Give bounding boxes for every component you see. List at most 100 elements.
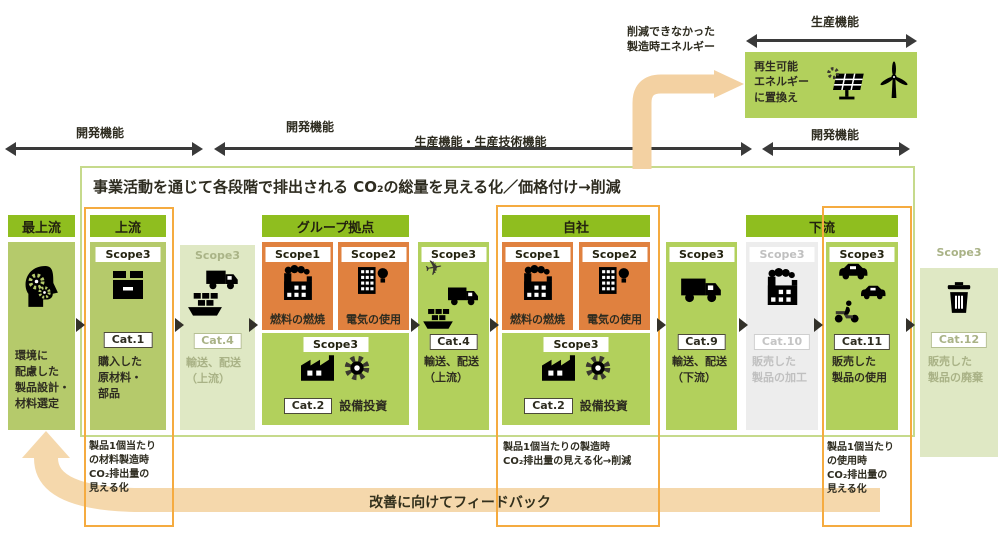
stage-transport-upstream-faded: Scope3 Cat.4 輸送、配送 （上流）	[180, 245, 255, 430]
factory-icon	[301, 355, 334, 381]
upstream-body: 購入した 原材料・ 部品	[98, 355, 142, 400]
unreduced-energy-note: 削減できなかった 製造時エネルギー	[627, 25, 715, 54]
flow-arrow-icon	[249, 318, 258, 332]
production-tech-function-label: 生産機能・生産技術機能	[414, 135, 547, 149]
dev-function-arrow-right	[762, 141, 910, 156]
truck-icon	[681, 278, 721, 303]
scope1-chip: Scope1	[505, 247, 570, 262]
scope2-chip: Scope2	[582, 247, 647, 262]
cat2-chip: Cat.2	[283, 397, 333, 414]
own-scope1-box: Scope1 燃料の燃焼	[502, 242, 573, 330]
scope3-label-faded: Scope3	[195, 249, 240, 262]
factory-icon	[541, 355, 575, 381]
use-sold-note: 製品1個当たり の使用時 CO₂排出量の 見える化	[827, 442, 894, 495]
cat1-chip: Cat.1	[103, 332, 153, 348]
fuel-combustion-label: 燃料の燃焼	[270, 313, 325, 326]
flow-arrow-icon	[814, 318, 823, 332]
fuel-combustion-label: 燃料の燃焼	[510, 313, 565, 326]
flow-arrow-icon	[175, 318, 184, 332]
scope3-chip: Scope3	[303, 337, 368, 352]
stage-upstream: Scope3 Cat.1 購入した 原材料・ 部品	[90, 242, 166, 430]
scope3-chip: Scope3	[95, 247, 161, 262]
feedback-label: 改善に向けてフィードバック	[369, 495, 551, 511]
group-scope1-box: Scope1 燃料の燃焼	[262, 242, 333, 330]
cat10-chip: Cat.10	[753, 334, 811, 350]
own-scope2-box: Scope2 電気の使用	[579, 242, 650, 330]
electric-car-icon	[861, 285, 886, 300]
production-function-arrow	[746, 33, 917, 48]
scope3-label-faded: Scope3	[936, 246, 982, 259]
trash-can-icon	[947, 282, 971, 313]
flow-arrow-icon	[739, 318, 748, 332]
package-box-icon	[113, 271, 143, 299]
building-electricity-icon	[358, 267, 388, 294]
wind-turbine-icon	[879, 61, 909, 98]
stage-header-most-upstream: 最上流	[8, 215, 75, 237]
renewable-energy-box: 再生可能 エネルギー に置換え	[745, 52, 917, 118]
capital-investment-label: 設備投資	[579, 399, 628, 413]
stage-header-group-sites: グループ拠点	[262, 215, 409, 237]
stage-disposal-sold: Cat.12 販売した 製品の廃棄	[920, 268, 998, 457]
gear-icon	[344, 355, 370, 381]
group-scope2-box: Scope2 電気の使用	[338, 242, 409, 330]
dev-function-label-mid: 開発機能	[285, 120, 334, 134]
own-company-highlight-border	[496, 205, 660, 527]
renewable-energy-label: 再生可能 エネルギー に置換え	[754, 60, 809, 104]
flow-arrow-icon	[906, 318, 915, 332]
upstream-highlight-border	[84, 207, 174, 527]
cat11-chip: Cat.11	[833, 334, 891, 350]
production-function-label: 生産機能	[810, 15, 859, 29]
production-function-arrow-mid	[214, 141, 752, 156]
dev-function-label-left: 開発機能	[75, 126, 124, 140]
cat4-chip: Cat.4	[429, 334, 478, 350]
scooter-icon	[834, 300, 860, 323]
flow-arrow-icon	[490, 318, 499, 332]
dev-function-label-right: 開発機能	[810, 128, 859, 142]
cat2-chip: Cat.2	[524, 397, 573, 414]
electricity-use-label: 電気の使用	[587, 313, 642, 326]
scope3-chip: Scope3	[669, 247, 734, 262]
ship-icon	[423, 309, 453, 329]
gear-icon	[585, 355, 611, 381]
stage-transport-upstream: Scope3 ✈ Cat.4 輸送、配送 （上流）	[418, 242, 489, 430]
transport-downstream-body: 輸送、配送 （下流）	[672, 355, 727, 384]
scope3-chip: Scope3	[421, 247, 486, 262]
stage-header-upstream: 上流	[90, 215, 166, 237]
transport-upstream-faded-body: 輸送、配送 （上流）	[186, 356, 241, 385]
truck-icon	[206, 270, 238, 290]
gear-icon	[38, 286, 51, 299]
electricity-use-label: 電気の使用	[346, 313, 401, 326]
flow-arrow-icon	[411, 318, 420, 332]
group-scope3-box: Scope3 Cat.2 設備投資	[262, 333, 409, 425]
own-company-note: 製品1個当たりの製造時 CO₂排出量の見える化→削減	[503, 442, 632, 467]
flow-arrow-icon	[76, 318, 85, 332]
transport-upstream-body: 輸送、配送 （上流）	[424, 355, 479, 384]
cat12-chip: Cat.12	[930, 332, 988, 348]
stage-header-own-company: 自社	[502, 215, 650, 237]
flow-arrow-icon	[657, 318, 666, 332]
factory-icon	[284, 265, 312, 300]
main-title: 事業活動を通じて各段階で排出される CO₂の総量を見える化／価格付け→削減	[93, 178, 621, 196]
factory-icon	[524, 265, 552, 300]
scope2-chip: Scope2	[341, 247, 406, 262]
scope3-chip: Scope3	[543, 337, 609, 352]
stage-transport-downstream: Scope3 Cat.9 輸送、配送 （下流）	[666, 242, 737, 430]
use-sold-highlight-border	[822, 206, 912, 527]
solar-panel-icon	[827, 67, 866, 101]
truck-icon	[448, 287, 478, 306]
dev-function-arrow-left	[5, 141, 203, 156]
scope1-chip: Scope1	[265, 247, 330, 262]
stage-most-upstream: 環境に 配慮した 製品設計・ 材料選定	[8, 242, 75, 430]
eco-design-head-icon	[21, 266, 63, 312]
most-upstream-body: 環境に 配慮した 製品設計・ 材料選定	[15, 349, 70, 410]
disposal-sold-body: 販売した 製品の廃棄	[928, 355, 983, 384]
scope3-chip-gray: Scope3	[749, 247, 815, 262]
upstream-note: 製品1個当たり の材料製造時 CO₂排出量の 見える化	[89, 441, 156, 494]
cat4-chip-faded: Cat.4	[193, 333, 242, 349]
capital-investment-label: 設備投資	[339, 399, 388, 413]
ship-icon	[188, 293, 222, 316]
stage-processing-sold: Scope3 Cat.10 販売した 製品の加工	[746, 242, 818, 430]
factory-icon	[767, 268, 798, 305]
